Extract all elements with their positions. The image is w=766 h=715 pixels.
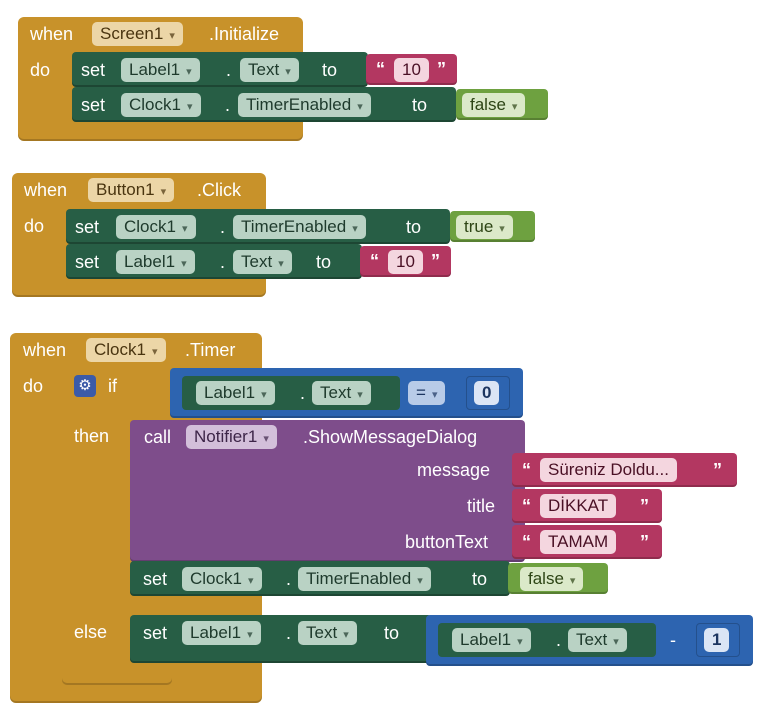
property-dropdown[interactable]: Text▾ bbox=[298, 621, 357, 645]
dot-label: . bbox=[286, 623, 292, 643]
dot-label: . bbox=[226, 60, 232, 80]
when-label: when bbox=[24, 180, 68, 200]
then-label: then bbox=[74, 426, 110, 446]
else-label: else bbox=[74, 622, 108, 642]
to-label: to bbox=[322, 60, 338, 80]
text-value[interactable]: 10 bbox=[394, 58, 429, 82]
boolean-block[interactable]: false▾ bbox=[456, 89, 548, 120]
dot-label: . bbox=[286, 569, 292, 589]
set-label: set bbox=[143, 569, 168, 589]
set-label: set bbox=[75, 217, 100, 237]
number-block[interactable]: 0 bbox=[466, 376, 510, 410]
text-value[interactable]: 10 bbox=[388, 250, 423, 274]
dot-label: . bbox=[300, 383, 306, 403]
property-dropdown[interactable]: Text▾ bbox=[240, 58, 299, 82]
set-block-label1-text[interactable]: set Label1▾ . Text▾ to bbox=[130, 615, 432, 663]
operator-dropdown[interactable]: =▾ bbox=[408, 381, 446, 405]
component-dropdown[interactable]: Clock1▾ bbox=[86, 338, 166, 362]
set-label: set bbox=[143, 623, 168, 643]
set-block-clock1-timerenabled[interactable]: set Clock1▾ . TimerEnabled▾ to bbox=[72, 87, 456, 122]
property-dropdown[interactable]: TimerEnabled▾ bbox=[298, 567, 431, 591]
text-block[interactable]: “ DİKKAT ” bbox=[512, 489, 662, 523]
set-label: set bbox=[81, 95, 106, 115]
getter-block[interactable]: Label1▾ . Text▾ bbox=[182, 376, 400, 410]
component-dropdown[interactable]: Clock1▾ bbox=[182, 567, 262, 591]
boolean-dropdown[interactable]: false▾ bbox=[520, 567, 584, 591]
text-block[interactable]: “ 10 ” bbox=[360, 246, 451, 277]
text-block[interactable]: “ Süreniz Doldu... ” bbox=[512, 453, 737, 487]
component-dropdown[interactable]: Notifier1▾ bbox=[186, 425, 277, 449]
text-value[interactable]: TAMAM bbox=[540, 530, 617, 554]
component-dropdown[interactable]: Screen1▾ bbox=[92, 22, 183, 46]
dot-label: . bbox=[225, 95, 231, 115]
set-label: set bbox=[75, 252, 100, 272]
subtract-block[interactable]: Label1▾ . Text▾ - 1 bbox=[426, 615, 753, 666]
component-dropdown[interactable]: Label1▾ bbox=[121, 58, 200, 82]
boolean-block[interactable]: true▾ bbox=[450, 211, 535, 242]
component-dropdown[interactable]: Button1▾ bbox=[88, 178, 175, 202]
do-label: do bbox=[24, 216, 45, 236]
component-dropdown[interactable]: Label1▾ bbox=[196, 381, 275, 405]
text-block[interactable]: “ 10 ” bbox=[366, 54, 457, 85]
text-value[interactable]: DİKKAT bbox=[540, 494, 617, 518]
getter-block[interactable]: Label1▾ . Text▾ bbox=[438, 623, 656, 657]
boolean-dropdown[interactable]: true▾ bbox=[456, 215, 513, 239]
component-dropdown[interactable]: Clock1▾ bbox=[121, 93, 201, 117]
do-label: do bbox=[30, 60, 51, 80]
number-block[interactable]: 1 bbox=[696, 623, 740, 657]
set-block-clock1-timerenabled[interactable]: set Clock1▾ . TimerEnabled▾ to bbox=[130, 561, 510, 596]
gear-icon[interactable]: ⚙ bbox=[74, 375, 96, 397]
to-label: to bbox=[406, 217, 422, 237]
to-label: to bbox=[472, 569, 488, 589]
number-value[interactable]: 0 bbox=[474, 381, 500, 405]
component-dropdown[interactable]: Label1▾ bbox=[452, 628, 531, 652]
property-dropdown[interactable]: TimerEnabled▾ bbox=[238, 93, 371, 117]
dot-label: . bbox=[556, 630, 562, 650]
arg-message-label: message bbox=[417, 460, 491, 480]
property-dropdown[interactable]: TimerEnabled▾ bbox=[233, 215, 366, 239]
dot-label: . bbox=[220, 217, 226, 237]
compare-block[interactable]: Label1▾ . Text▾ =▾ 0 bbox=[170, 368, 523, 418]
boolean-block[interactable]: false▾ bbox=[508, 563, 608, 594]
when-label: when bbox=[23, 340, 67, 360]
property-dropdown[interactable]: Text▾ bbox=[233, 250, 292, 274]
component-dropdown[interactable]: Label1▾ bbox=[182, 621, 261, 645]
dot-label: . bbox=[220, 252, 226, 272]
event-name: .Click bbox=[197, 180, 241, 200]
when-label: when bbox=[30, 24, 74, 44]
call-notifier-block[interactable]: call Notifier1▾ .ShowMessageDialog messa… bbox=[130, 420, 525, 562]
property-dropdown[interactable]: Text▾ bbox=[568, 628, 627, 652]
do-label: do bbox=[23, 376, 44, 396]
set-block-label1-text[interactable]: set Label1▾ . Text▾ to bbox=[66, 244, 362, 279]
arg-buttontext-label: buttonText bbox=[405, 532, 489, 552]
arg-title-label: title bbox=[467, 496, 496, 516]
method-name: .ShowMessageDialog bbox=[303, 427, 478, 447]
if-label: if bbox=[108, 376, 117, 396]
component-dropdown[interactable]: Clock1▾ bbox=[116, 215, 196, 239]
component-dropdown[interactable]: Label1▾ bbox=[116, 250, 195, 274]
event-name: .Initialize bbox=[209, 24, 280, 44]
text-block[interactable]: “ TAMAM ” bbox=[512, 525, 662, 559]
minus-operator: - bbox=[670, 630, 676, 650]
number-value[interactable]: 1 bbox=[704, 628, 730, 652]
to-label: to bbox=[384, 623, 400, 643]
set-block-label1-text[interactable]: set Label1▾ . Text▾ to bbox=[72, 52, 368, 87]
set-label: set bbox=[81, 60, 106, 80]
text-value[interactable]: Süreniz Doldu... bbox=[540, 458, 677, 482]
property-dropdown[interactable]: Text▾ bbox=[312, 381, 371, 405]
to-label: to bbox=[316, 252, 332, 272]
set-block-clock1-timerenabled[interactable]: set Clock1▾ . TimerEnabled▾ to bbox=[66, 209, 450, 244]
call-label: call bbox=[144, 427, 172, 447]
to-label: to bbox=[412, 95, 428, 115]
event-name: .Timer bbox=[185, 340, 236, 360]
boolean-dropdown[interactable]: false▾ bbox=[462, 93, 526, 117]
